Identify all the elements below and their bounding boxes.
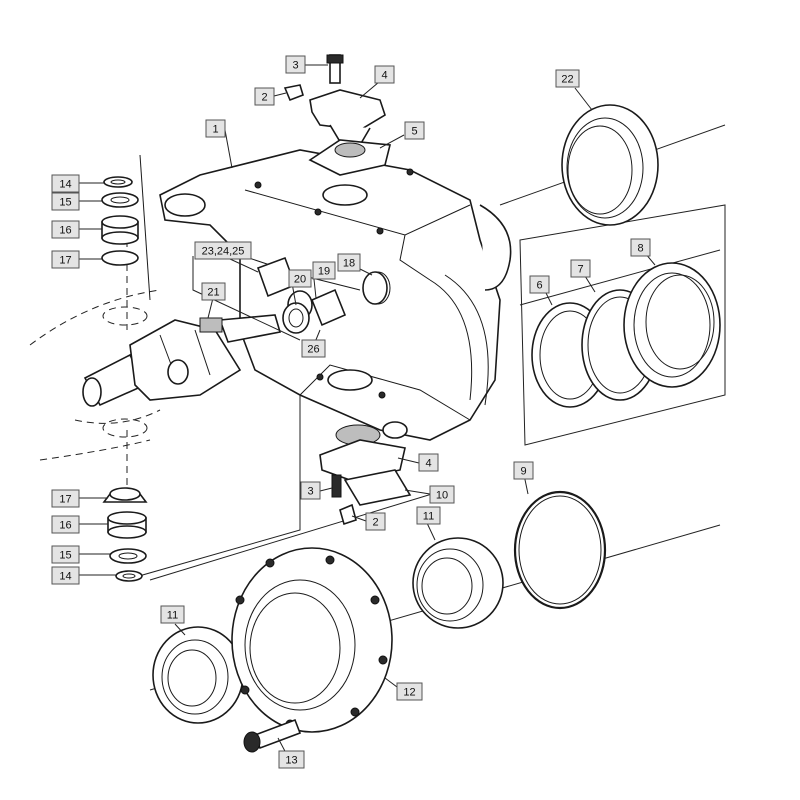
label-21: 21 <box>201 282 226 301</box>
label-3-upper: 3 <box>285 55 306 74</box>
upper-bearing-stack <box>101 176 148 326</box>
label-11-left: 11 <box>160 605 185 624</box>
svg-text:7: 7 <box>577 264 583 276</box>
svg-text:14: 14 <box>59 571 71 583</box>
svg-text:21: 21 <box>207 287 219 299</box>
svg-text:1: 1 <box>212 124 218 136</box>
label-1: 1 <box>205 119 226 138</box>
hub-bolt <box>243 718 302 753</box>
svg-text:6: 6 <box>536 280 542 292</box>
label-13: 13 <box>278 750 305 769</box>
svg-text:22: 22 <box>561 74 573 86</box>
roller-bearing-left <box>152 626 244 724</box>
svg-text:3: 3 <box>292 60 298 72</box>
label-23-24-25: 23,24,25 <box>194 241 252 260</box>
label-17-lower: 17 <box>51 489 80 508</box>
lower-king-pin-assembly <box>319 424 412 526</box>
label-14-upper: 14 <box>51 174 80 193</box>
svg-text:12: 12 <box>403 687 415 699</box>
label-22: 22 <box>555 69 580 88</box>
svg-text:11: 11 <box>423 511 434 523</box>
label-20: 20 <box>288 269 312 288</box>
label-14-lower: 14 <box>51 566 80 585</box>
label-4-lower: 4 <box>418 453 439 472</box>
svg-text:14: 14 <box>59 179 71 191</box>
label-17-upper: 17 <box>51 250 80 269</box>
svg-text:23,24,25: 23,24,25 <box>202 246 245 258</box>
svg-text:16: 16 <box>59 520 71 532</box>
label-26: 26 <box>301 339 326 358</box>
svg-text:16: 16 <box>59 225 71 237</box>
label-6: 6 <box>529 275 550 294</box>
label-2-upper: 2 <box>254 87 275 106</box>
wheel-hub-flange <box>231 547 393 733</box>
universal-joint-shaft <box>82 314 282 407</box>
label-12: 12 <box>396 682 423 701</box>
svg-text:2: 2 <box>372 517 378 529</box>
label-9: 9 <box>513 461 534 480</box>
label-15-upper: 15 <box>51 192 80 211</box>
svg-text:2: 2 <box>261 92 267 104</box>
svg-text:17: 17 <box>59 255 71 267</box>
label-16-upper: 16 <box>51 220 80 239</box>
svg-text:4: 4 <box>381 70 387 82</box>
o-ring <box>513 490 607 610</box>
leader-lines <box>79 64 656 756</box>
label-7: 7 <box>570 259 591 278</box>
svg-text:15: 15 <box>59 197 71 209</box>
label-2-lower: 2 <box>365 512 386 531</box>
label-8: 8 <box>630 238 651 257</box>
callout-labels: 1 2 3 4 5 22 14 15 16 17 23,24,25 18 19 … <box>51 55 651 769</box>
label-5: 5 <box>404 121 425 140</box>
svg-text:5: 5 <box>411 126 417 138</box>
label-10: 10 <box>429 485 455 504</box>
svg-text:10: 10 <box>436 490 448 502</box>
svg-text:19: 19 <box>318 266 330 278</box>
svg-text:17: 17 <box>59 494 71 506</box>
svg-text:20: 20 <box>294 274 306 286</box>
svg-text:9: 9 <box>520 466 526 478</box>
roller-bearing-right <box>412 537 504 629</box>
svg-text:3: 3 <box>307 486 313 498</box>
seal-kit-group <box>519 204 726 446</box>
label-18: 18 <box>337 253 361 272</box>
svg-text:11: 11 <box>167 610 178 622</box>
label-3-lower: 3 <box>300 481 321 500</box>
label-4-upper: 4 <box>374 65 395 84</box>
lower-bearing-stack <box>102 418 148 582</box>
svg-text:8: 8 <box>637 243 643 255</box>
large-seal-ring <box>561 104 659 226</box>
svg-text:13: 13 <box>285 755 297 767</box>
upper-king-pin-assembly <box>283 54 392 176</box>
svg-text:18: 18 <box>343 258 355 270</box>
svg-text:15: 15 <box>59 550 71 562</box>
label-11-right: 11 <box>416 506 441 525</box>
label-19: 19 <box>312 261 336 280</box>
svg-text:4: 4 <box>425 458 431 470</box>
label-16-lower: 16 <box>51 515 80 534</box>
svg-text:26: 26 <box>307 344 319 356</box>
label-15-lower: 15 <box>51 545 80 564</box>
